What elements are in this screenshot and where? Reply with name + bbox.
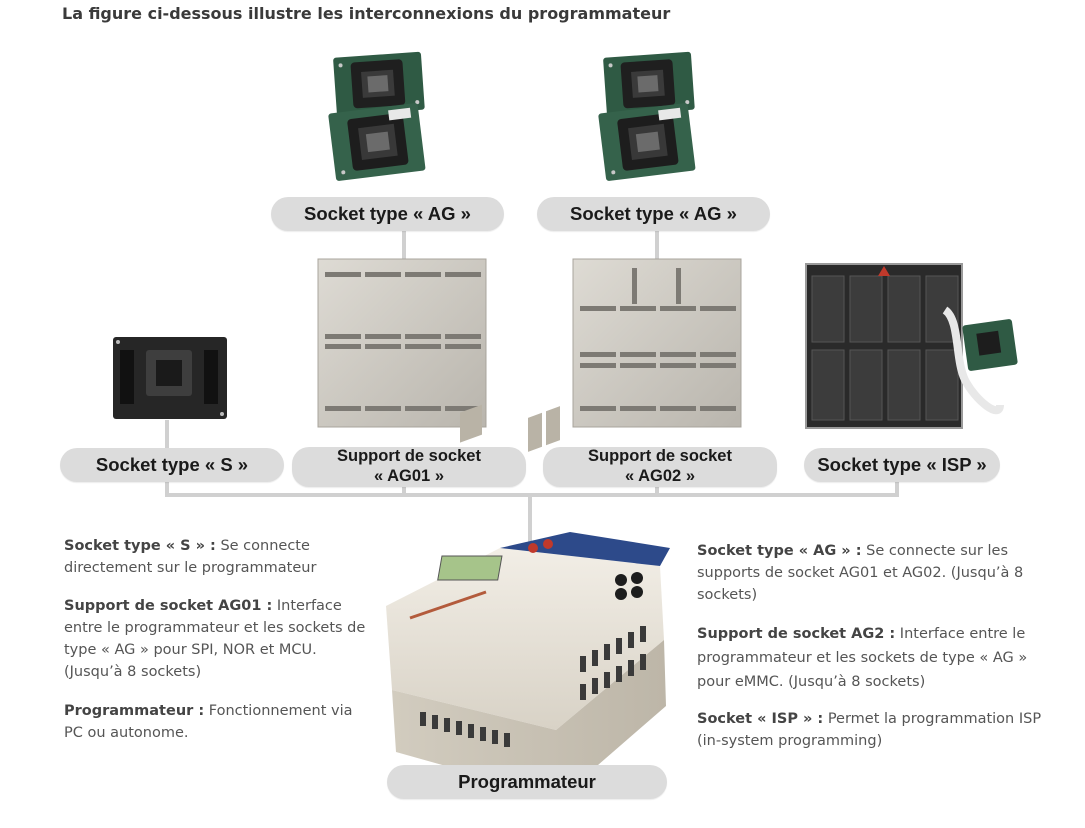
- label-support-ag01: Support de socket « AG01 »: [292, 447, 526, 487]
- desc-term: Socket type « AG » :: [697, 543, 862, 559]
- desc-text: Interface entre le programmateur et les …: [697, 626, 1028, 690]
- label-text: Programmateur: [458, 770, 596, 792]
- label-text: Socket type « S »: [95, 453, 249, 475]
- desc-programmer: Programmateur : Fonctionnement via PC ou…: [64, 700, 364, 744]
- page-title: La figure ci-dessous illustre les interc…: [62, 4, 671, 23]
- desc-socket-isp: Socket « ISP » : Permet la programmation…: [697, 708, 1047, 752]
- label-socket-ag-right: Socket type « AG »: [537, 197, 770, 231]
- socket-ag-image-left: [328, 51, 426, 181]
- label-line-2: « AG01 »: [373, 467, 444, 485]
- connector-lines: [165, 230, 899, 545]
- desc-term: Support de socket AG2 :: [697, 626, 896, 642]
- label-socket-isp: Socket type « ISP »: [804, 448, 1000, 482]
- socket-isp-image: [805, 263, 1018, 429]
- label-socket-s: Socket type « S »: [60, 448, 284, 482]
- support-ag02-image: [572, 258, 742, 428]
- desc-socket-ag: Socket type « AG » : Se connecte sur les…: [697, 540, 1047, 606]
- label-programmer: Programmateur: [387, 765, 667, 799]
- label-line-2: « AG02 »: [624, 467, 695, 485]
- socket-s-image: [113, 337, 227, 419]
- label-line-1: Support de socket: [588, 447, 732, 466]
- desc-text: Se connecte directement sur le programma…: [64, 538, 317, 576]
- desc-text: Fonctionnement via PC ou autonome.: [64, 703, 353, 741]
- label-support-ag02: Support de socket « AG02 »: [543, 447, 777, 487]
- desc-term: Socket type « S » :: [64, 538, 216, 554]
- label-text: Socket type « AG »: [304, 202, 471, 224]
- programmer-image: [386, 404, 670, 798]
- desc-term: Support de socket AG01 :: [64, 598, 273, 614]
- support-ag01-image: [317, 258, 487, 428]
- desc-support-ag2: Support de socket AG2 : Interface entre …: [697, 622, 1042, 694]
- desc-text: Interface entre le programmateur et les …: [64, 598, 366, 680]
- desc-support-ag01: Support de socket AG01 : Interface entre…: [64, 595, 366, 683]
- label-text: Socket type « AG »: [570, 202, 737, 224]
- label-line-1: Support de socket: [337, 447, 481, 466]
- socket-ag-image-right: [598, 51, 696, 181]
- desc-term: Socket « ISP » :: [697, 711, 824, 727]
- desc-text: Permet la programmation ISP (in-system p…: [697, 711, 1042, 749]
- label-socket-ag-left: Socket type « AG »: [271, 197, 504, 231]
- label-text: Socket type « ISP »: [817, 453, 987, 475]
- desc-text: Se connecte sur les supports de socket A…: [697, 543, 1024, 603]
- desc-socket-s: Socket type « S » : Se connecte directem…: [64, 535, 364, 579]
- desc-term: Programmateur :: [64, 703, 205, 719]
